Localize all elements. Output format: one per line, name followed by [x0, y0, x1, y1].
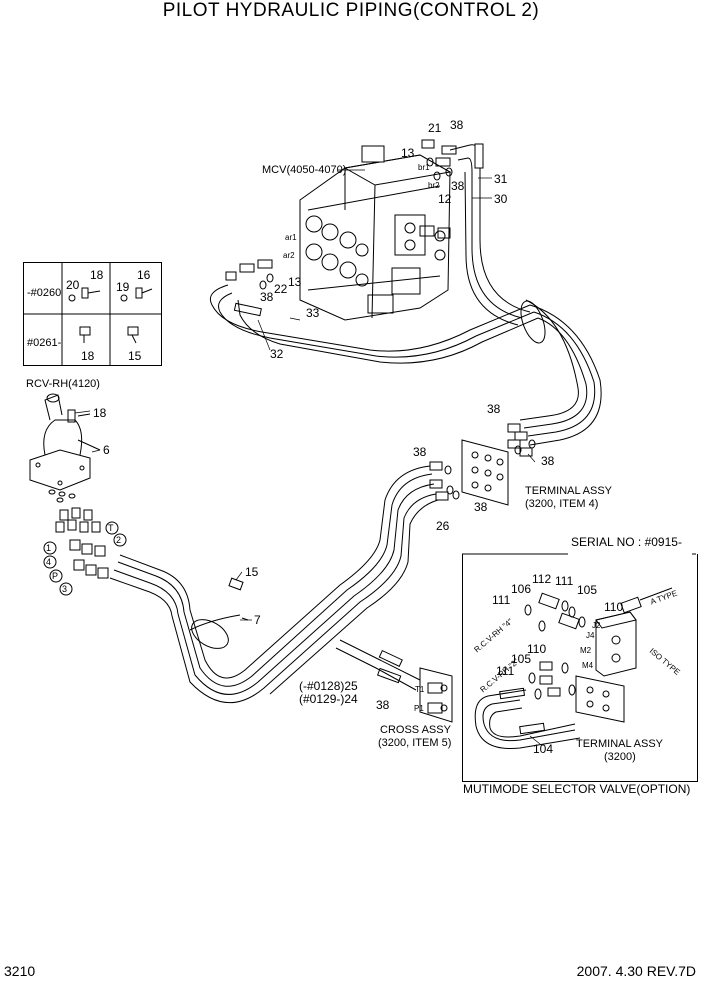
- callout-number: 38: [487, 402, 501, 416]
- bolt-icon: [79, 326, 91, 336]
- port-label: M2: [580, 646, 592, 655]
- rcv-port-label: 2: [116, 535, 122, 545]
- washer-icon: [68, 294, 76, 302]
- callout-number: 13: [401, 146, 415, 160]
- callout-number: 33: [306, 306, 320, 320]
- callout-number: 30: [494, 192, 508, 206]
- leader-lines: [74, 169, 541, 745]
- callout-number: 111: [492, 593, 511, 607]
- callout-number: 7: [254, 613, 261, 627]
- washer-icon: [120, 294, 128, 302]
- callout-number: 13: [288, 275, 302, 289]
- hoses-32-33: [209, 284, 539, 364]
- callout-number: 106: [511, 582, 532, 596]
- hoses-to-cross-assy: [335, 639, 421, 691]
- mcv-fittings: [225, 139, 457, 290]
- rcv-port-label: 3: [62, 584, 68, 594]
- serial-label: SERIAL NO : #0915-: [571, 535, 682, 549]
- port-label: P1: [414, 704, 424, 713]
- callout-number: 104: [533, 742, 554, 756]
- clamp-parts: [189, 577, 249, 631]
- selector-valve: [575, 587, 673, 723]
- inset-row2-label: #0261-: [27, 337, 62, 349]
- rcv-port-label: 1: [46, 543, 52, 553]
- range-label: (#0129-)24: [299, 692, 358, 706]
- terminal-assy-4: [429, 423, 536, 506]
- callout-number: 32: [270, 347, 284, 361]
- rcv-label: RCV-RH(4120): [26, 378, 100, 390]
- callout-number: 110: [604, 600, 624, 614]
- callout-number: 38: [376, 698, 390, 712]
- port-label: J4: [586, 631, 595, 640]
- callout-number: 15: [245, 565, 259, 579]
- range-label: (-#0128)25: [299, 679, 358, 693]
- terminal-assy-3200-label: TERMINAL ASSY: [576, 738, 664, 750]
- callout-number: 38: [451, 179, 465, 193]
- port-label: br2: [428, 181, 440, 190]
- cross-assy-label: CROSS ASSY: [380, 724, 451, 736]
- callout-number: 105: [511, 652, 532, 666]
- callout-number: 22: [274, 282, 288, 296]
- callout-number: 38: [541, 454, 555, 468]
- callout-number: 26: [436, 519, 450, 533]
- hoses-to-rcv: [109, 465, 439, 703]
- inset-callout: 18: [90, 268, 104, 282]
- mcv-label: MCV(4050-4070): [262, 164, 347, 176]
- selector-valve-option-box: [462, 554, 698, 782]
- inset-callout: 15: [128, 349, 142, 363]
- callout-number: 18: [93, 406, 107, 420]
- callout-number: 38: [260, 290, 274, 304]
- right-hose-loop: [519, 299, 602, 446]
- callout-number: 38: [450, 118, 464, 132]
- cross-assy: [419, 667, 453, 723]
- callout-number: 6: [103, 443, 110, 457]
- revision-label: 2007. 4.30 REV.7D: [576, 963, 696, 979]
- inset-callout: 20: [66, 278, 80, 292]
- port-label: J2: [592, 621, 601, 630]
- rcv-port-label: T: [108, 523, 114, 533]
- callout-number: 21: [428, 121, 442, 135]
- bolt-icon: [127, 326, 139, 336]
- callout-number: 111: [496, 664, 515, 678]
- callout-number: 12: [438, 192, 452, 206]
- rcv-port-label: 4: [46, 557, 52, 567]
- bolt-variant-inset: -#0260 #0261- 20 18 19 16 18 15: [23, 262, 162, 366]
- callout-number: 105: [577, 583, 598, 597]
- terminal-assy-3200-sub: (3200): [604, 751, 636, 763]
- callout-number: 112: [532, 572, 552, 586]
- port-label: ar2: [283, 251, 295, 260]
- callout-number: 111: [555, 574, 574, 588]
- selector-valve-label: MUTIMODE SELECTOR VALVE(OPTION): [463, 782, 691, 796]
- inset-callout: 16: [137, 268, 151, 282]
- inset-callout: 18: [81, 349, 95, 363]
- callout-number: 38: [413, 445, 427, 459]
- callout-number: 31: [494, 172, 508, 186]
- rcv-port-label: P: [52, 571, 59, 581]
- port-label: T1: [415, 685, 425, 694]
- terminal-assy-4-sub: (3200, ITEM 4): [525, 498, 599, 510]
- terminal-assy-4-label: TERMINAL ASSY: [525, 485, 613, 497]
- port-label: ar1: [285, 233, 297, 242]
- port-label: br1: [418, 163, 430, 172]
- page-number: 3210: [4, 963, 36, 979]
- cross-assy-sub: (3200, ITEM 5): [378, 737, 452, 749]
- inset-callout: 19: [116, 280, 130, 294]
- page-title: PILOT HYDRAULIC PIPING(CONTROL 2): [162, 0, 540, 21]
- selector-hoses: [474, 687, 581, 750]
- selector-fittings: [524, 592, 586, 700]
- mcv-valve-block: [299, 145, 452, 321]
- callout-number: 110: [527, 642, 547, 656]
- callout-number: 38: [474, 500, 488, 514]
- rcv-joystick: [29, 393, 109, 579]
- port-label: M4: [582, 661, 594, 670]
- inset-grid: [24, 263, 161, 365]
- inset-row1-label: -#0260: [27, 287, 62, 299]
- hoses-30-31: [449, 143, 531, 326]
